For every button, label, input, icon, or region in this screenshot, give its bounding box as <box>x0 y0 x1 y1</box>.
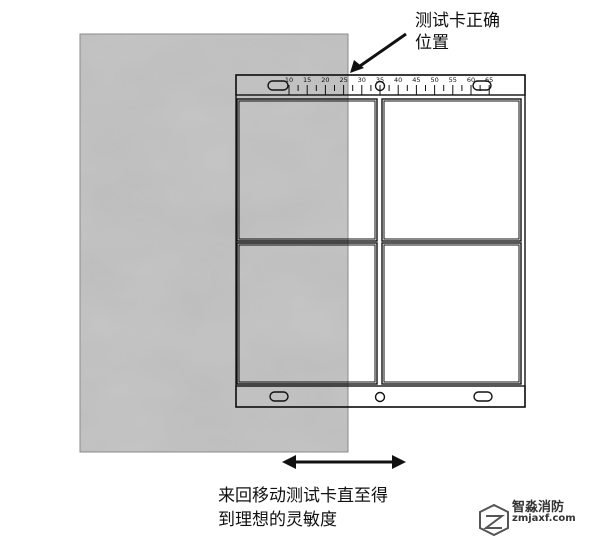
window-bottom-right <box>381 242 522 385</box>
bottom-strip <box>235 385 526 408</box>
watermark-logo <box>479 503 509 537</box>
slot-top-right <box>472 80 492 91</box>
ruler-tick-label: 50 <box>430 76 438 84</box>
slot-top-left <box>267 80 289 91</box>
ruler-tick-label: 60 <box>467 76 475 84</box>
movement-line-1: 来回移动测试卡直至得 <box>218 486 388 506</box>
ruler-tick-label: 40 <box>394 76 402 84</box>
window-top-right <box>381 98 522 242</box>
test-card <box>235 74 526 408</box>
ruler-tick-label: 35 <box>376 76 384 84</box>
ruler-tick-label: 15 <box>303 76 311 84</box>
watermark: 智淼消防 zmjaxf.com <box>476 494 596 534</box>
card-position-line-2: 位置 <box>415 33 449 53</box>
ruler-tick-label: 20 <box>321 76 329 84</box>
slot-bottom-right <box>473 391 493 402</box>
ruler-tick-label: 10 <box>285 76 293 84</box>
movement-arrow <box>282 455 406 469</box>
ruler-tick-label: 55 <box>449 76 457 84</box>
hole-bottom <box>374 391 386 403</box>
position-arrow <box>350 32 407 73</box>
watermark-name: 智淼消防 <box>512 500 565 515</box>
ruler-ticks: 10 15 20 25 30 35 40 45 50 55 60 65 <box>285 76 493 95</box>
card-position-label: 测试卡正确 位置 <box>415 10 535 54</box>
card-position-line-1: 测试卡正确 <box>415 11 500 31</box>
ruler-tick-label: 45 <box>412 76 420 84</box>
movement-instruction-label: 来回移动测试卡直至得 到理想的灵敏度 <box>218 484 438 532</box>
window-top-left <box>236 98 378 242</box>
movement-line-2: 到理想的灵敏度 <box>218 510 337 530</box>
slot-bottom-left <box>269 391 289 402</box>
watermark-url: zmjaxf.com <box>512 513 576 524</box>
window-bottom-left <box>236 242 378 385</box>
ruler-tick-label: 30 <box>358 76 366 84</box>
ruler-tick-label: 25 <box>339 76 347 84</box>
ruler-tick-label: 65 <box>485 76 493 84</box>
